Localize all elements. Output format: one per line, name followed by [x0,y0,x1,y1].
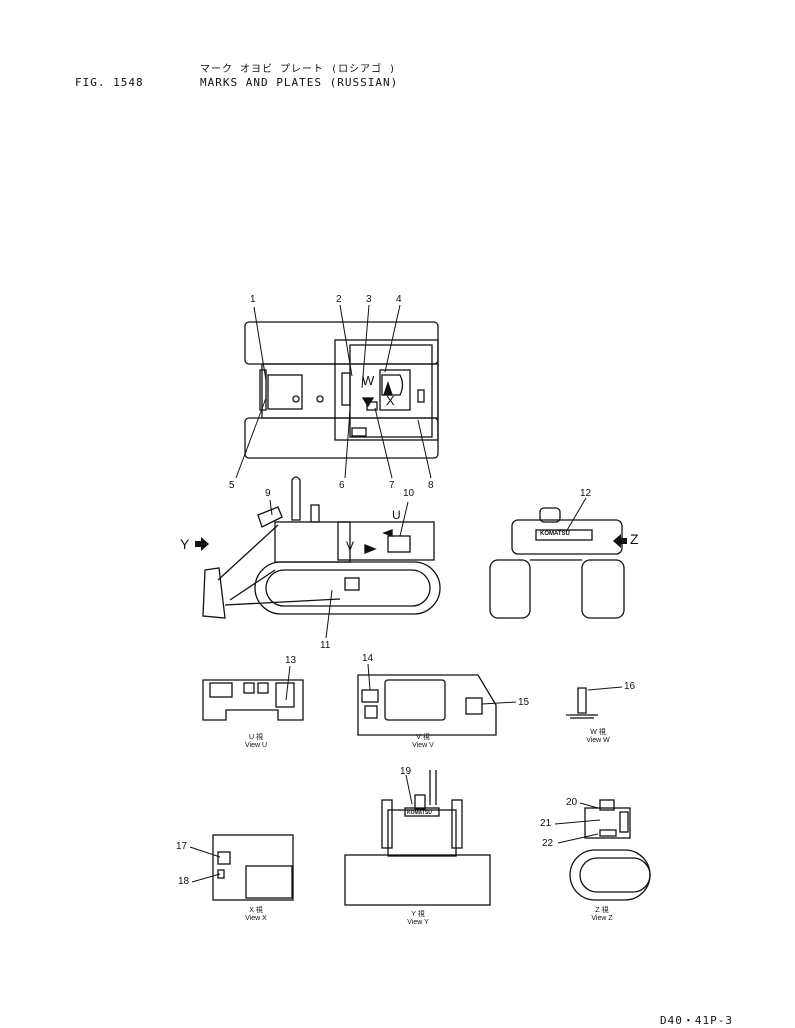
callout-19: 19 [400,766,412,777]
caption-view-v: V 視 View V [403,734,443,750]
callout-16: 16 [624,681,636,692]
caption-view-x-en: View X [245,915,267,922]
view-x-drawing [212,834,294,901]
callout-1: 1 [250,294,256,305]
callout-8: 8 [428,480,434,491]
view-z-drawing [569,799,651,901]
callout-14: 14 [362,653,374,664]
callout-13: 13 [285,655,297,666]
caption-view-w-en: View W [586,737,610,744]
callout-7: 7 [389,480,395,491]
callout-4: 4 [396,294,402,305]
letter-z: Z [630,531,639,547]
callout-2: 2 [336,294,342,305]
caption-view-y-jp: Y 視 [411,911,425,918]
callout-6: 6 [339,480,345,491]
letter-y: Y [180,536,190,552]
callout-15: 15 [518,697,530,708]
callout-17: 17 [176,841,188,852]
letter-v: V [346,539,355,553]
callout-22: 22 [542,838,554,849]
caption-view-u-jp: U 視 [249,734,263,741]
direction-arrows [195,534,627,551]
callout-20: 20 [566,797,578,808]
view-u-drawing [202,679,304,721]
view-w-drawing [566,687,598,719]
caption-view-z-jp: Z 視 [595,907,609,914]
side-view-drawing [202,476,441,619]
brand-plate-rear: KOMATSU [540,531,570,537]
caption-view-x-jp: X 視 [249,907,263,914]
callout-3: 3 [366,294,372,305]
caption-view-y-en: View Y [407,919,429,926]
figure-number: FIG. 1548 [75,76,144,89]
letter-x: X [386,393,395,408]
brand-plate-front: KOMATSU [407,810,432,816]
top-view-drawing [244,321,439,459]
title-japanese: マーク オヨビ プレート (ロシアゴ ) [200,64,397,75]
letter-w: W [362,373,375,388]
caption-view-v-jp: V 視 [416,734,430,741]
page-code: D40・41P-3 [660,1014,733,1027]
caption-view-z: Z 視 View Z [582,907,622,923]
view-v-drawing [357,674,497,736]
view-y-drawing [344,770,491,906]
callout-9: 9 [265,488,271,499]
callout-5: 5 [229,480,235,491]
caption-view-x: X 視 View X [236,907,276,923]
title-english: MARKS AND PLATES (RUSSIAN) [200,76,399,89]
callout-12: 12 [580,488,592,499]
caption-view-w: W 視 View W [578,729,618,745]
caption-view-u-en: View U [244,742,268,749]
caption-view-u: U 視 View U [236,734,276,750]
callout-18: 18 [178,876,190,887]
letter-u: U [392,508,401,522]
caption-view-y: Y 視 View Y [398,911,438,927]
rear-view-drawing [489,507,625,619]
callout-11: 11 [320,640,331,651]
caption-view-v-en: View V [412,742,434,749]
leader-lines [189,304,623,883]
callout-21: 21 [540,818,552,829]
caption-view-z-en: View Z [591,915,613,922]
callout-10: 10 [403,488,415,499]
caption-view-w-jp: W 視 [590,729,606,736]
